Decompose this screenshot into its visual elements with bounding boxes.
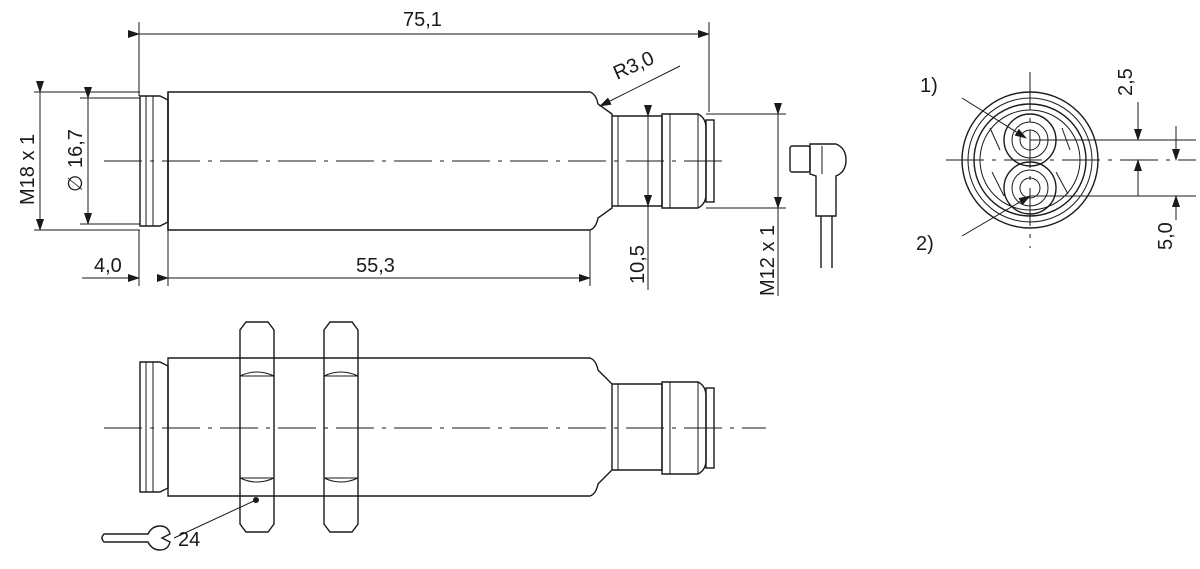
body-length-label: 55,3 xyxy=(356,255,395,277)
radius-leader xyxy=(599,65,681,107)
body-diameter-label: 16,7 xyxy=(65,129,87,168)
wrench-icon xyxy=(101,525,171,551)
wrench-size-label: 24 xyxy=(178,529,200,551)
nut-2 xyxy=(323,321,359,533)
connector-thread-label: M12 x 1 xyxy=(757,225,779,296)
nut-1 xyxy=(239,321,275,533)
installed-view: 24 xyxy=(101,321,766,551)
thread-main-label: M18 x 1 xyxy=(17,134,39,205)
radius-label: R3,0 xyxy=(610,47,658,84)
offset-bottom-label: 5,0 xyxy=(1155,222,1177,250)
front-view: 2,5 5,0 1) 2) xyxy=(916,68,1196,255)
callout-1-leader xyxy=(961,97,1027,139)
callout-2-leader xyxy=(961,195,1031,237)
diameter-symbol: ∅ xyxy=(65,175,87,192)
offset-top-label: 2,5 xyxy=(1115,68,1137,96)
side-view: 75,1 R3,0 M18 x 1 ∅ 16,7 4,0 55,3 10,5 xyxy=(17,9,847,296)
main-body xyxy=(167,91,613,231)
callout-1-label: 1) xyxy=(920,75,938,97)
angled-plug xyxy=(789,143,847,268)
callout-2-label: 2) xyxy=(916,233,934,255)
neck-diameter-label: 10,5 xyxy=(627,245,649,284)
front-offset-label: 4,0 xyxy=(94,255,122,277)
overall-length-label: 75,1 xyxy=(403,9,442,31)
